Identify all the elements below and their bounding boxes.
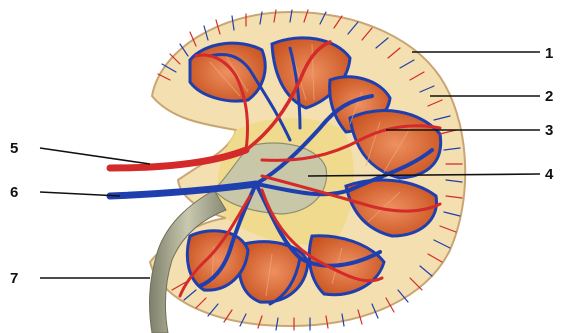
label-5: 5 (10, 140, 18, 157)
label-7: 7 (10, 270, 18, 287)
label-3: 3 (545, 122, 553, 139)
pyramid (190, 43, 265, 101)
label-4: 4 (545, 166, 554, 183)
leader-line-5 (40, 148, 150, 164)
label-6: 6 (10, 184, 18, 201)
label-1: 1 (545, 45, 553, 62)
label-2: 2 (545, 88, 553, 105)
